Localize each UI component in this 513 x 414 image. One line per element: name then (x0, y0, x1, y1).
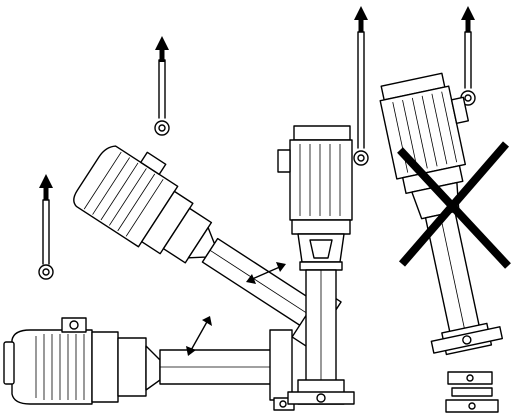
lifting-sling (154, 59, 170, 136)
rotate-arrow-icon (186, 316, 212, 356)
forbidden-cross-icon (397, 141, 511, 269)
lift-arrow-icon (39, 174, 53, 200)
lift-arrow-icon (155, 36, 169, 62)
lifting-sling (353, 31, 369, 166)
pump-inverted-lift (379, 6, 511, 413)
lift-arrow-icon (354, 6, 368, 32)
lifting-sling (460, 31, 476, 106)
pump-vertical (277, 6, 369, 405)
pump-horizontal (3, 174, 295, 411)
lifting-sling (38, 199, 54, 280)
rotate-arrow-icon (246, 262, 286, 284)
lift-arrow-icon (461, 6, 475, 32)
